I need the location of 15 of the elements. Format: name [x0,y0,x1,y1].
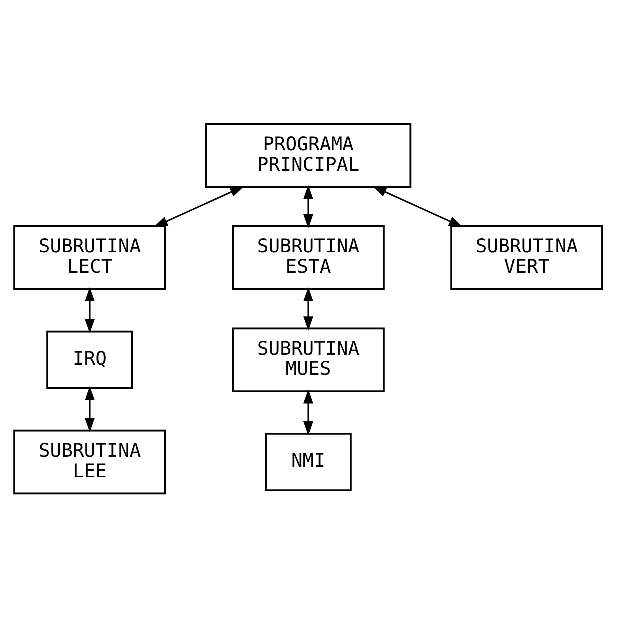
node-box: SUBRUTINA MUES [232,328,385,392]
node-box: SUBRUTINA ESTA [232,226,385,290]
arrow [304,185,314,229]
arrow [304,287,314,331]
arrow [85,386,95,433]
node-box: PROGRAMA PRINCIPAL [205,123,412,188]
arrow [154,186,245,228]
arrow [85,287,95,334]
node-box: SUBRUTINA LECT [14,226,166,290]
node-box: NMI [265,433,352,492]
arrow [304,390,314,436]
arrow [372,186,464,228]
node-box: IRQ [46,330,134,390]
node-box: SUBRUTINA VERT [450,226,604,290]
node-box: SUBRUTINA LEE [14,430,166,495]
